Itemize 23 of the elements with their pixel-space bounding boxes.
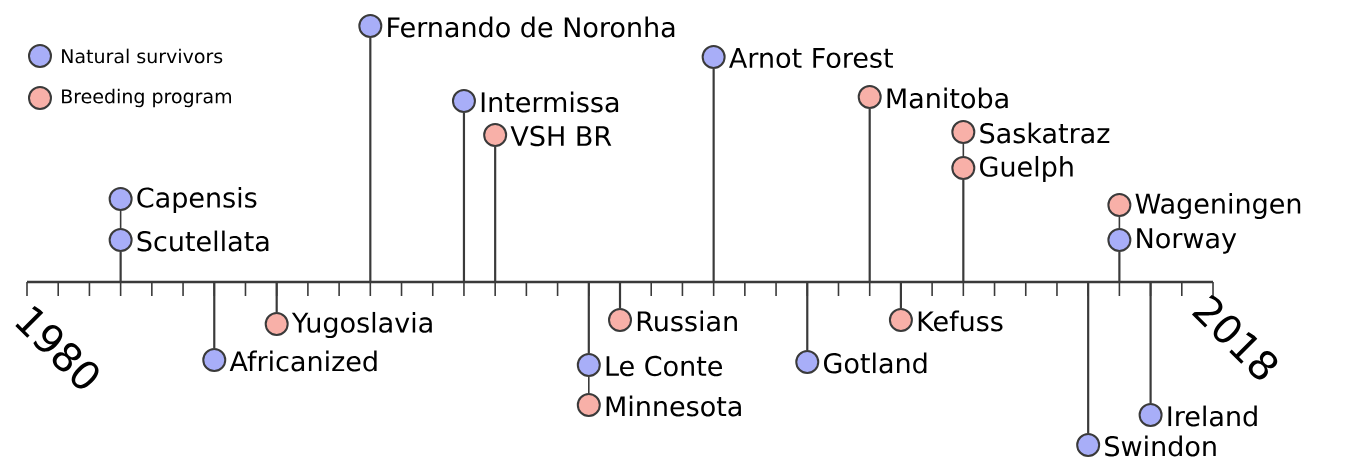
stem-line (712, 69, 715, 282)
stem-line (369, 38, 372, 282)
stem-line (275, 282, 278, 312)
legend-label: Natural survivors (62, 48, 223, 64)
stem-line (962, 180, 965, 282)
stem-line (1149, 282, 1152, 403)
stem-line (868, 109, 871, 282)
stem-line (213, 282, 216, 348)
stem-line (806, 282, 809, 350)
legend-label: Breeding program (62, 88, 231, 108)
stem-line (899, 282, 902, 308)
connector-line (1118, 216, 1121, 229)
stem-line (494, 147, 497, 282)
connector-line (588, 376, 590, 394)
stem-line (618, 282, 622, 308)
connector-line (962, 143, 965, 157)
stem-line (1087, 282, 1090, 433)
stem-line (1118, 252, 1121, 282)
stem-line (587, 282, 590, 353)
connector-line (119, 210, 122, 229)
stem-line (119, 252, 122, 282)
stem-line (462, 113, 466, 282)
timeline-axis (26, 280, 1214, 297)
